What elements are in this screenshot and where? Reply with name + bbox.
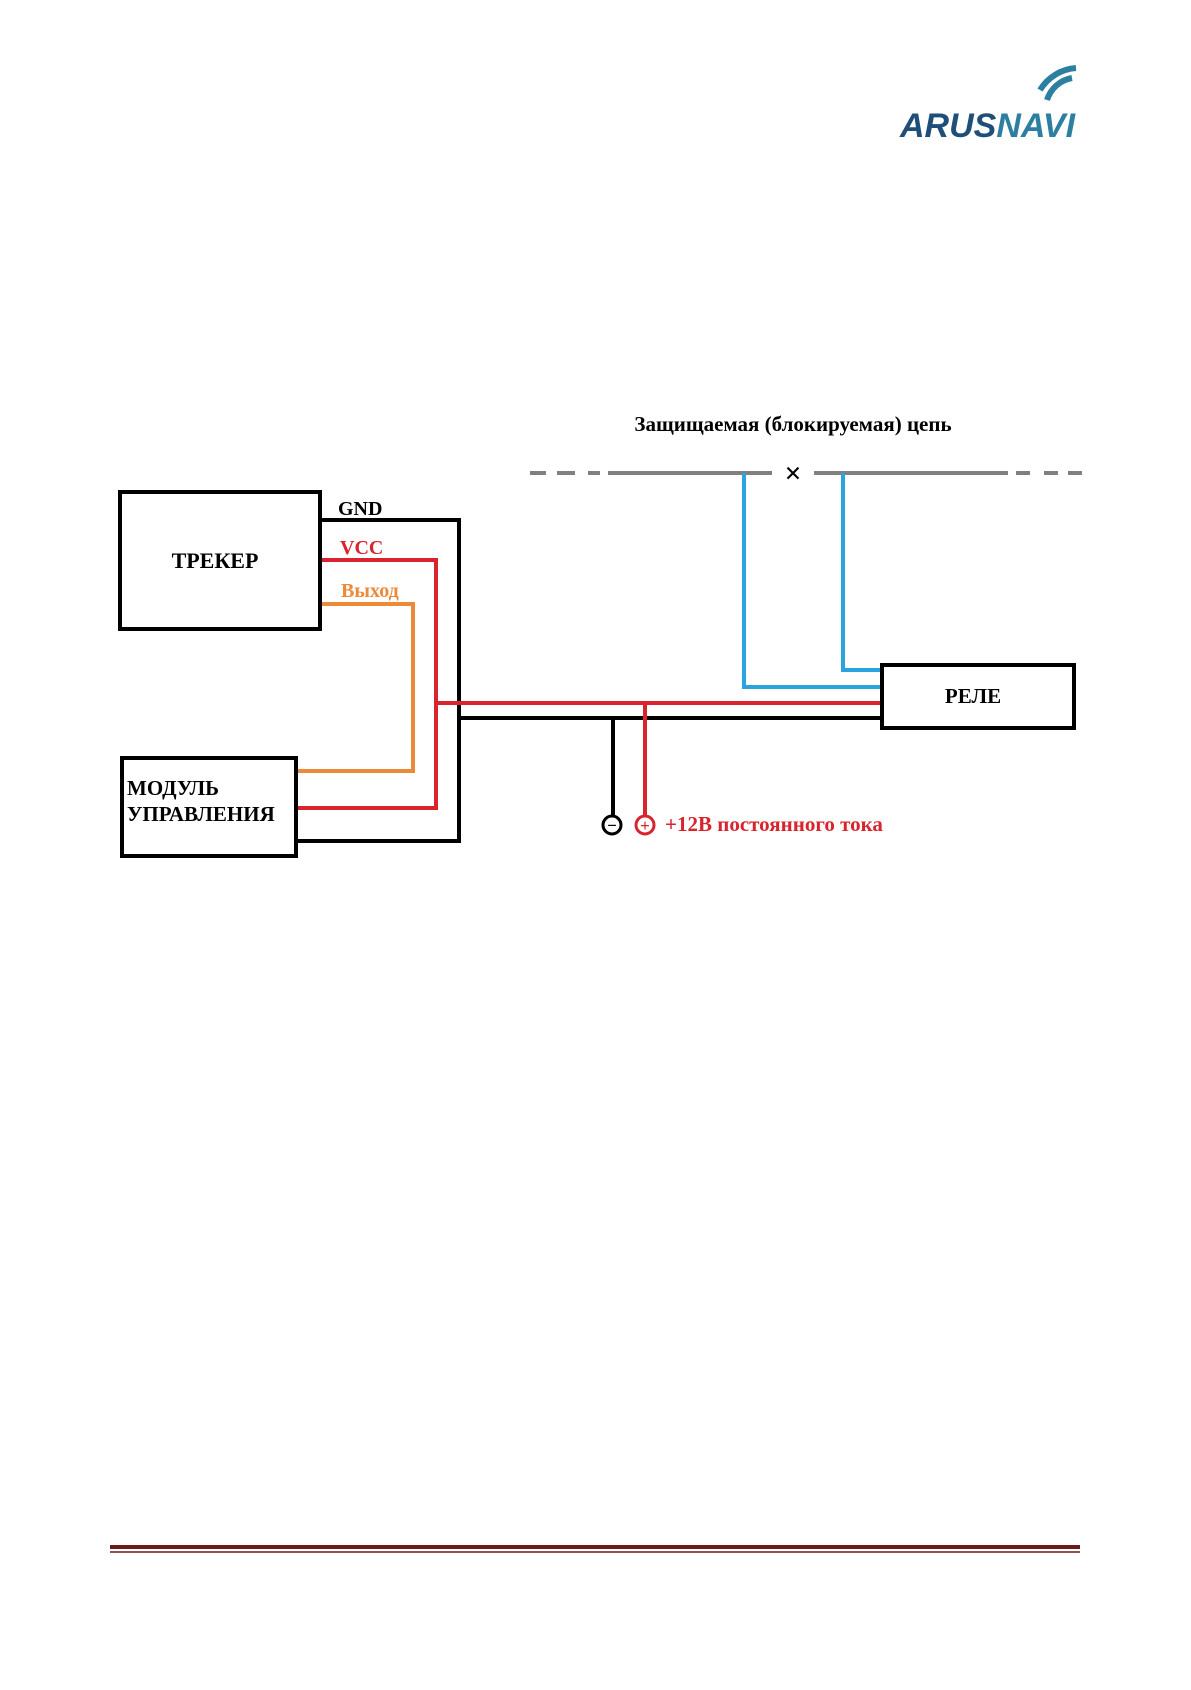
logo-text-arus: ARUS [899, 107, 997, 145]
minus-terminal: − [603, 816, 621, 835]
plus-symbol: + [640, 816, 650, 835]
footer-divider [110, 1547, 1080, 1552]
gnd-label: GND [338, 498, 382, 520]
vcc-label: VCC [340, 537, 383, 559]
tracker-label: ТРЕКЕР [172, 548, 259, 573]
logo-text-navi: NAVI [996, 107, 1076, 145]
control-module-label-line1: МОДУЛЬ [127, 776, 219, 800]
circuit-title: Защищаемая (блокируемая) цепь [634, 412, 951, 436]
relay-circuit-wires [744, 473, 882, 687]
output-label: Выход [341, 580, 399, 602]
arusnavi-logo: ARUSNAVI [899, 68, 1077, 145]
minus-symbol: − [607, 816, 617, 835]
relay-label: РЕЛЕ [945, 684, 1001, 708]
circuit-break-mark: × [784, 457, 801, 490]
gnd-wire [296, 520, 882, 841]
control-module-label-line2: УПРАВЛЕНИЯ [127, 802, 275, 826]
plus-terminal: + [636, 816, 654, 835]
svg-text:ARUSNAVI: ARUSNAVI [899, 107, 1077, 145]
power-supply-label: +12В постоянного тока [665, 812, 883, 836]
